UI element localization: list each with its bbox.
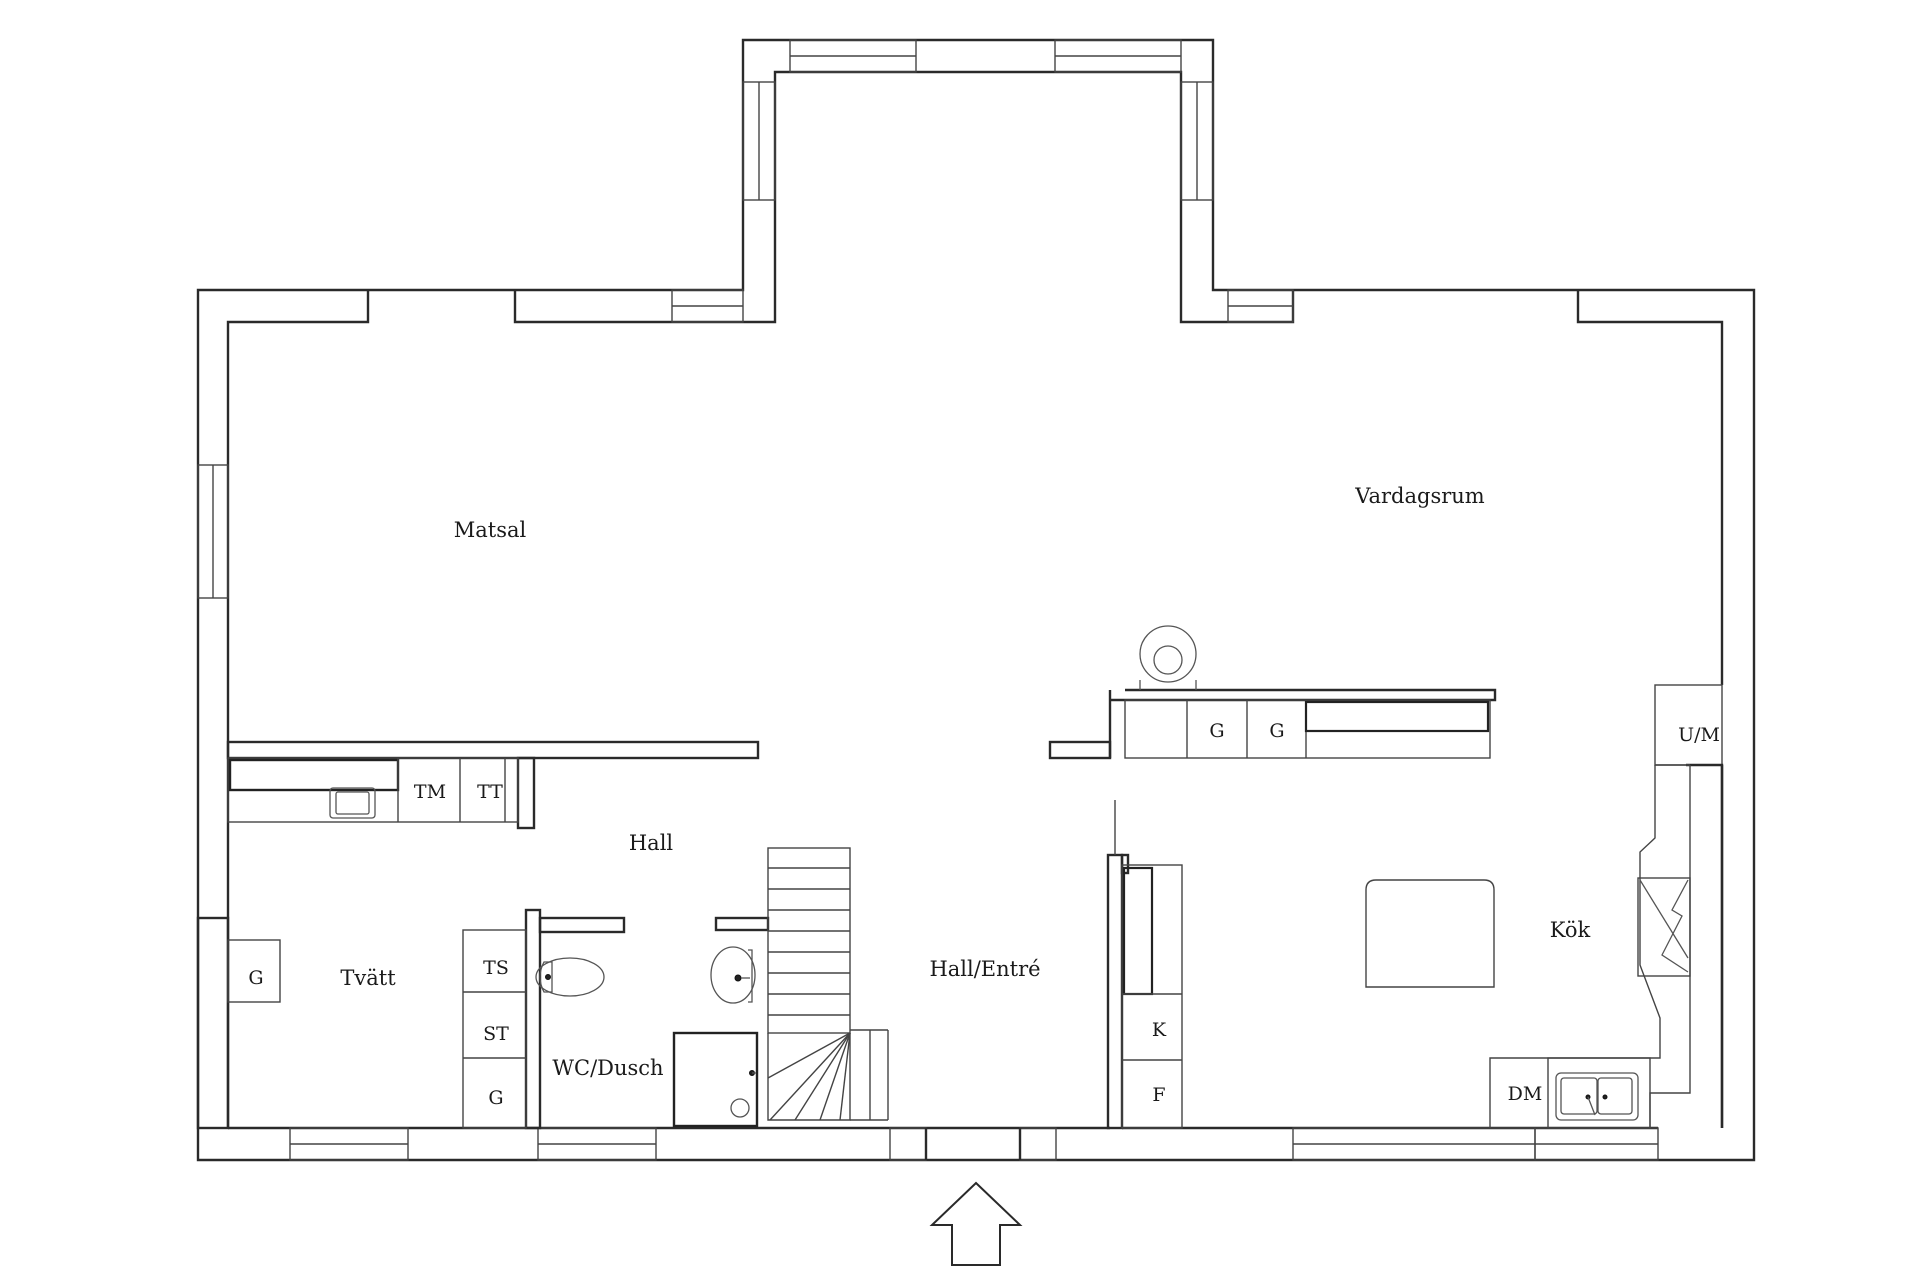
staircase xyxy=(767,847,889,1121)
dining-table xyxy=(1365,879,1495,988)
fixture-label-g-laundry: G xyxy=(248,967,263,989)
fixture-label-f: F xyxy=(1152,1084,1165,1106)
fixture-labels: TM TT G TS ST G G G U/M K F DM xyxy=(248,720,1720,1109)
hall-storage xyxy=(1121,864,1183,1129)
room-label-hall-entre: Hall/Entré xyxy=(929,957,1040,981)
double-sink-icon xyxy=(1555,1072,1639,1121)
interior-walls xyxy=(196,688,1497,1130)
toilet-icon xyxy=(535,957,605,997)
fixture-label-st: ST xyxy=(483,1023,509,1045)
wood-stove-icon xyxy=(1139,625,1197,690)
fixture-label-um: U/M xyxy=(1678,724,1720,746)
room-label-tvatt: Tvätt xyxy=(340,966,396,990)
fixture-label-g-island-1: G xyxy=(1209,720,1224,742)
entrance-door xyxy=(889,1127,1057,1161)
fixture-label-k: K xyxy=(1152,1019,1167,1041)
kitchen-island xyxy=(1124,699,1491,759)
exterior-walls xyxy=(196,38,1756,1162)
room-label-vardagsrum: Vardagsrum xyxy=(1354,484,1485,508)
room-labels: Matsal Vardagsrum Hall Hall/Entré Tvätt … xyxy=(340,484,1590,1080)
wc-fixtures xyxy=(535,946,759,1128)
windows xyxy=(197,39,1659,1161)
washbasin-icon xyxy=(710,946,756,1004)
arrow-up-icon xyxy=(929,1181,1023,1266)
room-label-kok: Kök xyxy=(1550,918,1591,942)
room-label-hall: Hall xyxy=(629,831,674,855)
fixture-label-dm: DM xyxy=(1508,1083,1543,1105)
fixture-label-g-island-2: G xyxy=(1269,720,1284,742)
fixture-label-g-wc: G xyxy=(488,1087,503,1109)
room-label-wc-dusch: WC/Dusch xyxy=(552,1056,663,1080)
fixture-label-tt: TT xyxy=(477,781,503,803)
laundry-counter xyxy=(227,757,519,823)
kitchen-fixtures xyxy=(1365,684,1724,1129)
fixture-label-ts: TS xyxy=(483,957,509,979)
shower-icon xyxy=(672,1031,759,1128)
laundry-sink-icon xyxy=(329,787,376,819)
room-label-matsal: Matsal xyxy=(454,518,527,542)
fixture-label-tm: TM xyxy=(414,781,446,803)
laundry-fixtures xyxy=(227,929,527,1129)
